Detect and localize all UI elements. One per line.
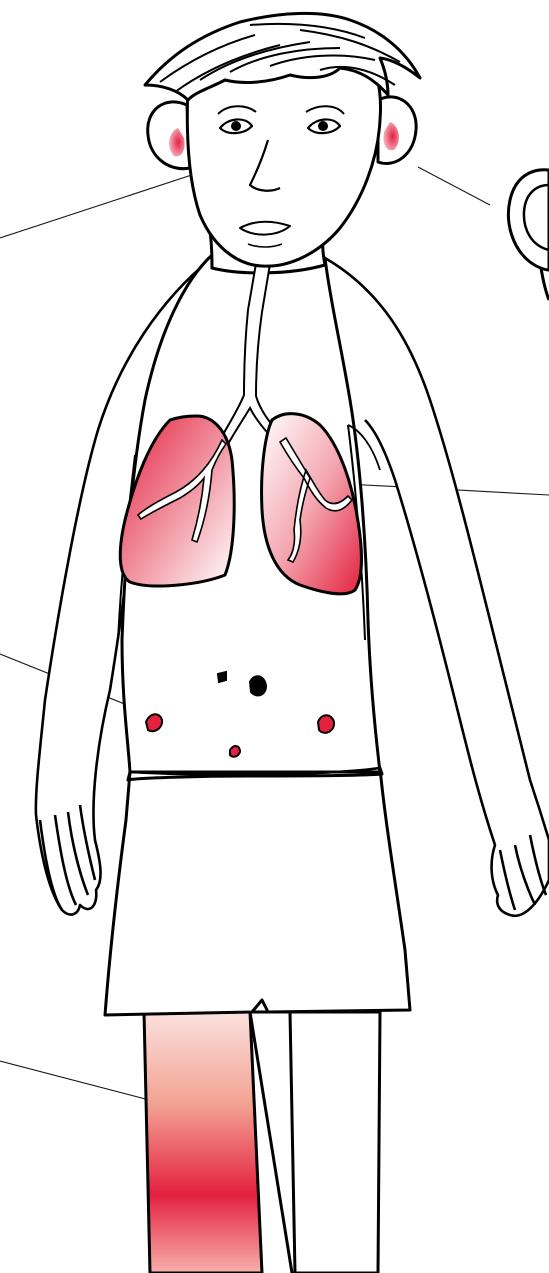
inhaler-icon bbox=[508, 170, 549, 300]
ear-left bbox=[148, 102, 190, 169]
spot-icon bbox=[250, 676, 266, 695]
leg-icon bbox=[144, 1012, 262, 1273]
pointer-line-ear bbox=[418, 167, 490, 205]
spot-icon bbox=[146, 714, 162, 731]
left-leg bbox=[144, 1012, 262, 1273]
shorts bbox=[105, 768, 410, 1015]
right-leg bbox=[250, 1012, 380, 1273]
spot-icon bbox=[318, 715, 334, 733]
pointer-line-face bbox=[0, 167, 216, 238]
spot-icon bbox=[230, 746, 240, 757]
spot-icon bbox=[218, 672, 226, 682]
head bbox=[145, 13, 420, 266]
